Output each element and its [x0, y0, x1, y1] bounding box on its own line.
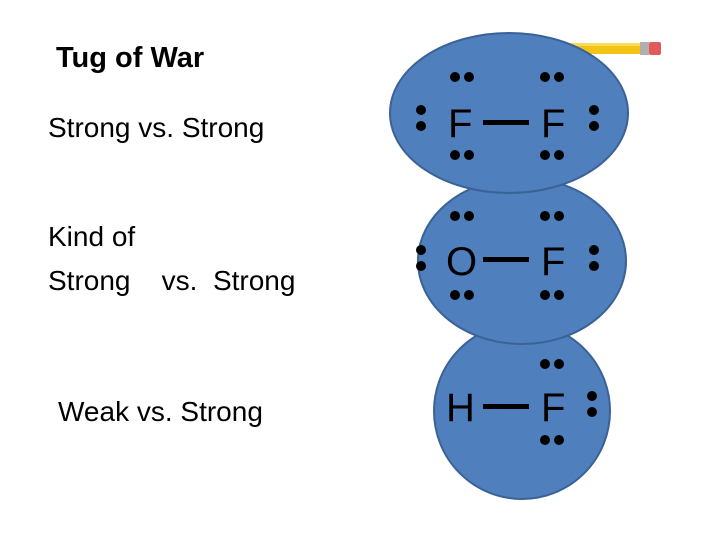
row2-label-line2: Strong vs. Strong	[48, 265, 296, 296]
row1-label: Strong vs. Strong	[48, 112, 265, 143]
slide-title: Tug of War	[56, 42, 205, 74]
row3-left-atom: H	[446, 386, 475, 430]
row2-label-line1: Kind of	[48, 221, 136, 252]
row3-label: Weak vs. Strong	[58, 396, 263, 427]
ff-molecule-ellipse	[389, 32, 629, 194]
row1-right-atom: F	[541, 102, 565, 146]
row1-bond	[483, 120, 529, 125]
row1-left-atom: F	[448, 102, 472, 146]
electron-dots	[416, 72, 599, 445]
pencil-eraser	[649, 42, 661, 55]
row2-bond	[483, 257, 529, 262]
row3-bond	[483, 404, 529, 409]
row2-left-atom: O	[446, 240, 477, 284]
row3-right-atom: F	[541, 386, 565, 430]
pencil-body	[562, 43, 640, 54]
row2-right-atom: F	[541, 240, 565, 284]
